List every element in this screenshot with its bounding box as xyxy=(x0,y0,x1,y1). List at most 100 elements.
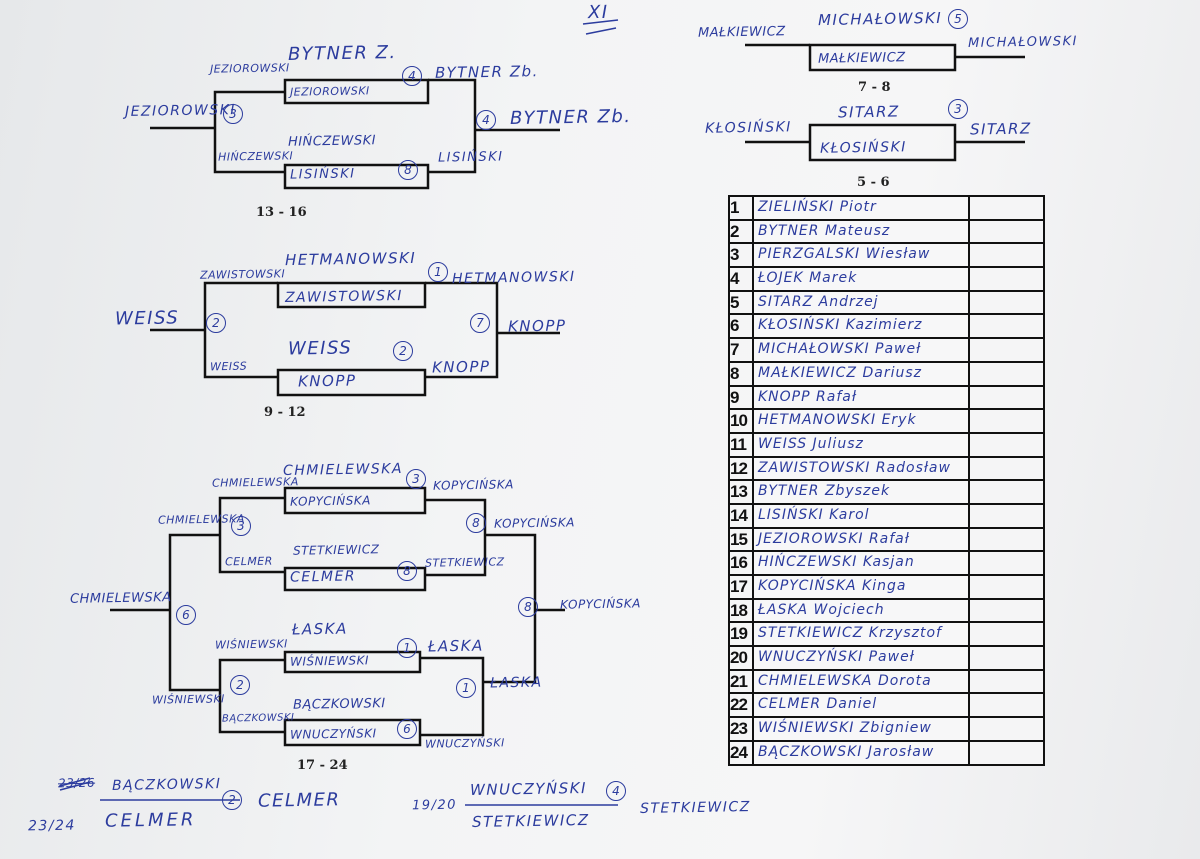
b1724-l-final: CHMIELEWSKA xyxy=(69,590,172,607)
p2324-top: BĄCZKOWSKI xyxy=(111,776,222,794)
bracket-5-6-label: 5 - 6 xyxy=(857,175,890,190)
standings-name: BĄCZKOWSKI Jarosław xyxy=(752,741,970,764)
standings-place: 20 xyxy=(730,648,748,668)
standings-result-cell xyxy=(970,339,1043,361)
standings-place: 15 xyxy=(730,529,748,549)
bracket-7-8-left-entry: MAŁKIEWICZ xyxy=(697,24,786,41)
b1316-m1-score: 4 xyxy=(402,66,422,86)
b1316-m1-loser-note: JEZIOROWSKI xyxy=(209,61,290,76)
standings-place: 18 xyxy=(730,600,748,620)
standings-result-cell xyxy=(970,197,1043,219)
b1724-m4-score: 6 xyxy=(397,719,417,739)
b1724-m3-loser-note: WIŚNIEWSKI xyxy=(214,637,288,652)
standings-result-cell xyxy=(970,315,1043,338)
b912-m1-loser-note: ZAWISTOWSKI xyxy=(199,267,286,282)
b912-m2-winner: KNOPP xyxy=(431,357,491,377)
b1724-m1-score: 3 xyxy=(406,469,426,489)
b912-m1-score: 1 xyxy=(428,262,448,282)
b1724-m3-top: ŁASKA xyxy=(291,619,348,639)
bracket-5-6-bottom: KŁOSIŃSKI xyxy=(819,139,907,157)
standings-name: HIŃCZEWSKI Kasjan xyxy=(752,552,970,574)
standings-name: HETMANOWSKI Eryk xyxy=(752,410,970,432)
standings-result-cell xyxy=(970,457,1043,480)
standings-place: 16 xyxy=(730,553,748,573)
standings-name: CHMIELEWSKA Dorota xyxy=(752,670,970,693)
standings-place: 1 xyxy=(730,198,739,217)
b1724-m4-bottom: WNUCZYŃSKI xyxy=(289,726,377,742)
bracket-7-8-lines xyxy=(745,43,1025,72)
b1724-r-semi1: KOPYCIŃSKA xyxy=(493,515,576,531)
p2324-label-crossed: 23/26 xyxy=(57,775,96,791)
standings-result-cell xyxy=(970,694,1043,717)
placement-lines xyxy=(59,777,618,806)
sheet-label-underline xyxy=(582,19,619,35)
b1316-m2-loser-note: HIŃCZEWSKI xyxy=(217,149,294,164)
p1920-bottom: STETKIEWICZ xyxy=(471,810,590,832)
standings-result-cell xyxy=(970,528,1043,551)
standings-place: 2 xyxy=(730,221,739,241)
b1724-r-semi2: ŁASKA xyxy=(489,674,543,692)
sheet-label: XI xyxy=(587,1,609,24)
b912-right-winner: KNOPP xyxy=(507,316,567,336)
b1316-left-score: 3 xyxy=(223,104,243,124)
b1316-right-winner: BYTNER Zb. xyxy=(509,105,632,130)
standings-result-cell xyxy=(970,718,1043,740)
bracket-17-24-lines xyxy=(110,486,565,747)
p2324-bottom: CELMER xyxy=(104,809,197,832)
standings-name: ZAWISTOWSKI Radosław xyxy=(752,457,970,480)
b1724-r-final-score: 8 xyxy=(518,597,538,617)
standings-result-cell xyxy=(970,433,1043,456)
b1724-m4-loser-note: BĄCZKOWSKI xyxy=(221,712,295,725)
standings-name: WNUCZYŃSKI Paweł xyxy=(752,647,970,669)
b912-m2-bottom: KNOPP xyxy=(297,371,357,391)
standings-name: LISIŃSKI Karol xyxy=(752,504,970,527)
standings-result-cell xyxy=(970,647,1043,669)
bracket-5-6-score: 3 xyxy=(948,99,968,119)
b1724-l-semi2: WIŚNIEWSKI xyxy=(151,692,225,707)
standings-result-cell xyxy=(970,504,1043,527)
standings-row: 1 ZIELIŃSKI Piotr xyxy=(730,197,1043,221)
b1724-m2-score: 8 xyxy=(397,561,417,581)
standings-result-cell xyxy=(970,220,1043,243)
standings-name: ZIELIŃSKI Piotr xyxy=(752,197,970,219)
b1724-m2-loser-note: CELMER xyxy=(224,554,273,569)
standings-result-cell xyxy=(970,741,1043,764)
b1316-m2-bottom: LISIŃSKI xyxy=(289,166,356,183)
b1724-m1-loser-note: CHMIELEWSKA xyxy=(211,475,299,490)
bracket-7-8-label: 7 - 8 xyxy=(858,80,891,95)
b1316-m1-winner: BYTNER Zb. xyxy=(434,62,539,82)
p1920-score: 4 xyxy=(606,781,626,801)
b1316-m1-top: BYTNER Z. xyxy=(287,42,397,65)
b1724-r-final: KOPYCIŃSKA xyxy=(559,596,642,612)
bracket-17-24-label: 17 - 24 xyxy=(297,758,348,773)
standings-result-cell xyxy=(970,362,1043,385)
b912-left-winner: WEISS xyxy=(114,307,180,330)
standings-place: 3 xyxy=(730,245,739,265)
bracket-5-6-left-entry: KŁOSIŃSKI xyxy=(704,119,792,137)
standings-place: 7 xyxy=(730,340,739,360)
bracket-5-6-lines xyxy=(745,123,1025,162)
standings-name: KOPYCIŃSKA Kinga xyxy=(752,576,970,598)
b912-m1-bottom: ZAWISTOWSKI xyxy=(284,287,404,307)
standings-result-cell xyxy=(970,268,1043,290)
standings-place: 8 xyxy=(730,363,739,383)
bracket-7-8-winner: MICHAŁOWSKI xyxy=(967,34,1079,51)
bracket-7-8-score: 5 xyxy=(948,9,968,29)
b1724-l-semi2-score: 2 xyxy=(230,675,250,695)
